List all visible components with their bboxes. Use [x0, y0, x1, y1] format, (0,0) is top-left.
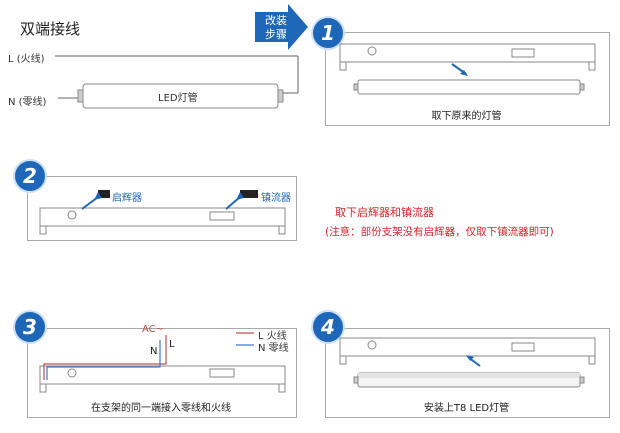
live-wire-label: L (火线) [8, 54, 45, 65]
step-tag: 改装 步骤 [258, 14, 294, 42]
step3-number: 3 [15, 312, 45, 342]
ballast-label: 镇流器 [261, 193, 291, 204]
step4-caption: 安装上T8 LED灯管 [423, 403, 510, 414]
note-line2: (注意：部份支架没有启辉器，仅取下镇流器即可) [325, 226, 554, 238]
step2-number: 2 [15, 161, 45, 191]
legend-live: L 火线 [258, 331, 287, 342]
legend-neutral: N 零线 [258, 343, 289, 354]
ac-label: AC~ [142, 324, 165, 335]
tube-label: LED灯管 [158, 93, 198, 104]
step-tag-line1: 改装 [265, 14, 287, 27]
step-tag-line2: 步骤 [265, 28, 287, 41]
neutral-wire-label: N (零线) [8, 97, 47, 108]
step4-number: 4 [313, 312, 343, 342]
diagram-title: 双端接线 [20, 20, 81, 38]
n-wire-letter: N [150, 346, 158, 357]
starter-label: 启辉器 [112, 193, 142, 204]
step3-caption: 在支架的同一端接入零线和火线 [91, 403, 231, 414]
l-wire-letter: L [169, 339, 175, 350]
step1-caption: 取下原来的灯管 [431, 111, 502, 122]
step1-number: 1 [313, 18, 343, 48]
note-line1: 取下启辉器和镇流器 [335, 206, 434, 219]
